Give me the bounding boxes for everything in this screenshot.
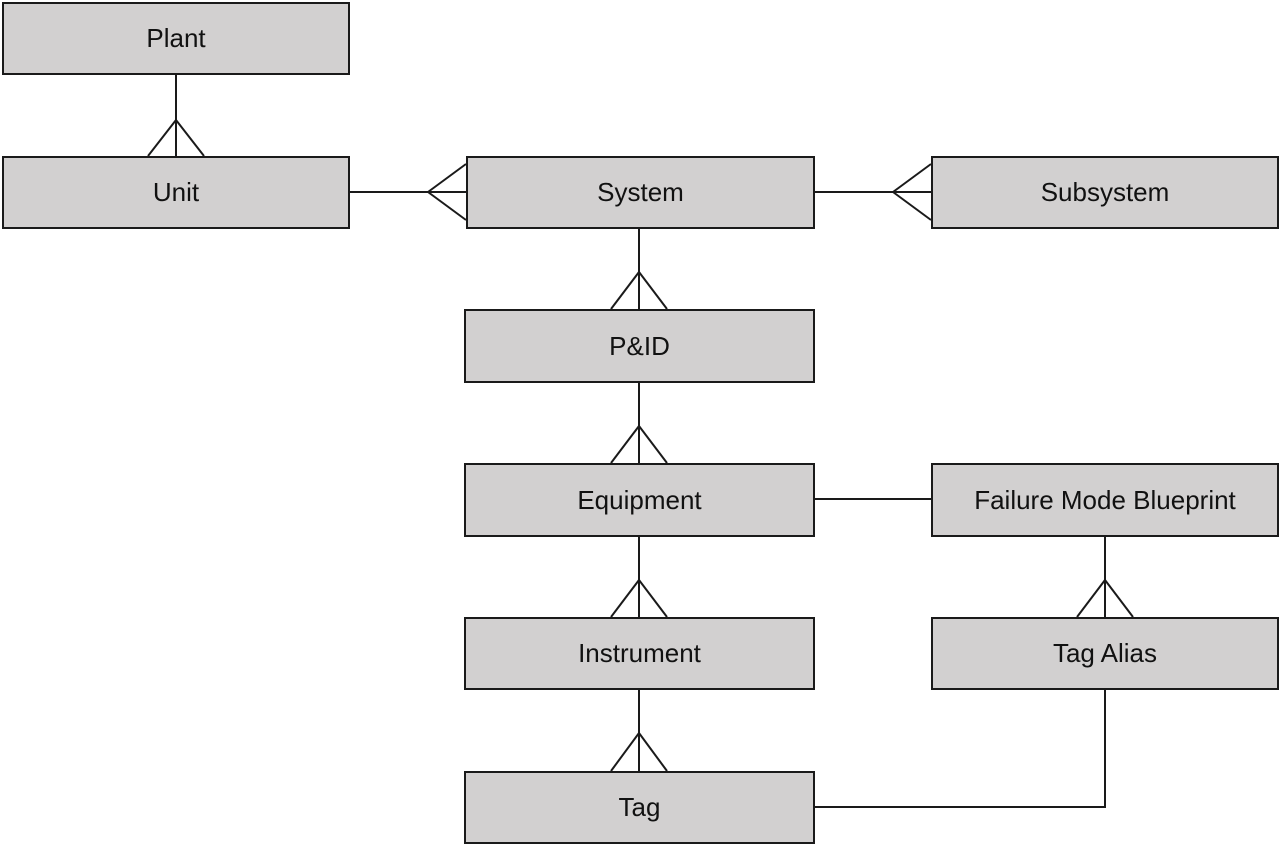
entity-instrument[interactable]: Instrument — [464, 617, 815, 690]
entity-tag-alias[interactable]: Tag Alias — [931, 617, 1279, 690]
entity-failure-mode-blueprint[interactable]: Failure Mode Blueprint — [931, 463, 1279, 537]
connector-plant-unit — [147, 75, 205, 157]
connector-system-pid — [610, 229, 668, 310]
entity-unit[interactable]: Unit — [2, 156, 350, 229]
connector-failure-mode-blueprint-tag-alias — [1076, 537, 1134, 618]
connector-system-subsystem — [815, 163, 932, 221]
entity-plant[interactable]: Plant — [2, 2, 350, 75]
connector-instrument-tag — [610, 690, 668, 772]
connector-tag-alias-tag — [815, 690, 1106, 808]
entity-equipment[interactable]: Equipment — [464, 463, 815, 537]
connector-pid-equipment — [610, 383, 668, 464]
entity-tag[interactable]: Tag — [464, 771, 815, 844]
entity-subsystem[interactable]: Subsystem — [931, 156, 1279, 229]
connector-unit-system — [350, 163, 467, 221]
entity-pid[interactable]: P&ID — [464, 309, 815, 383]
connector-equipment-instrument — [610, 537, 668, 618]
entity-system[interactable]: System — [466, 156, 815, 229]
